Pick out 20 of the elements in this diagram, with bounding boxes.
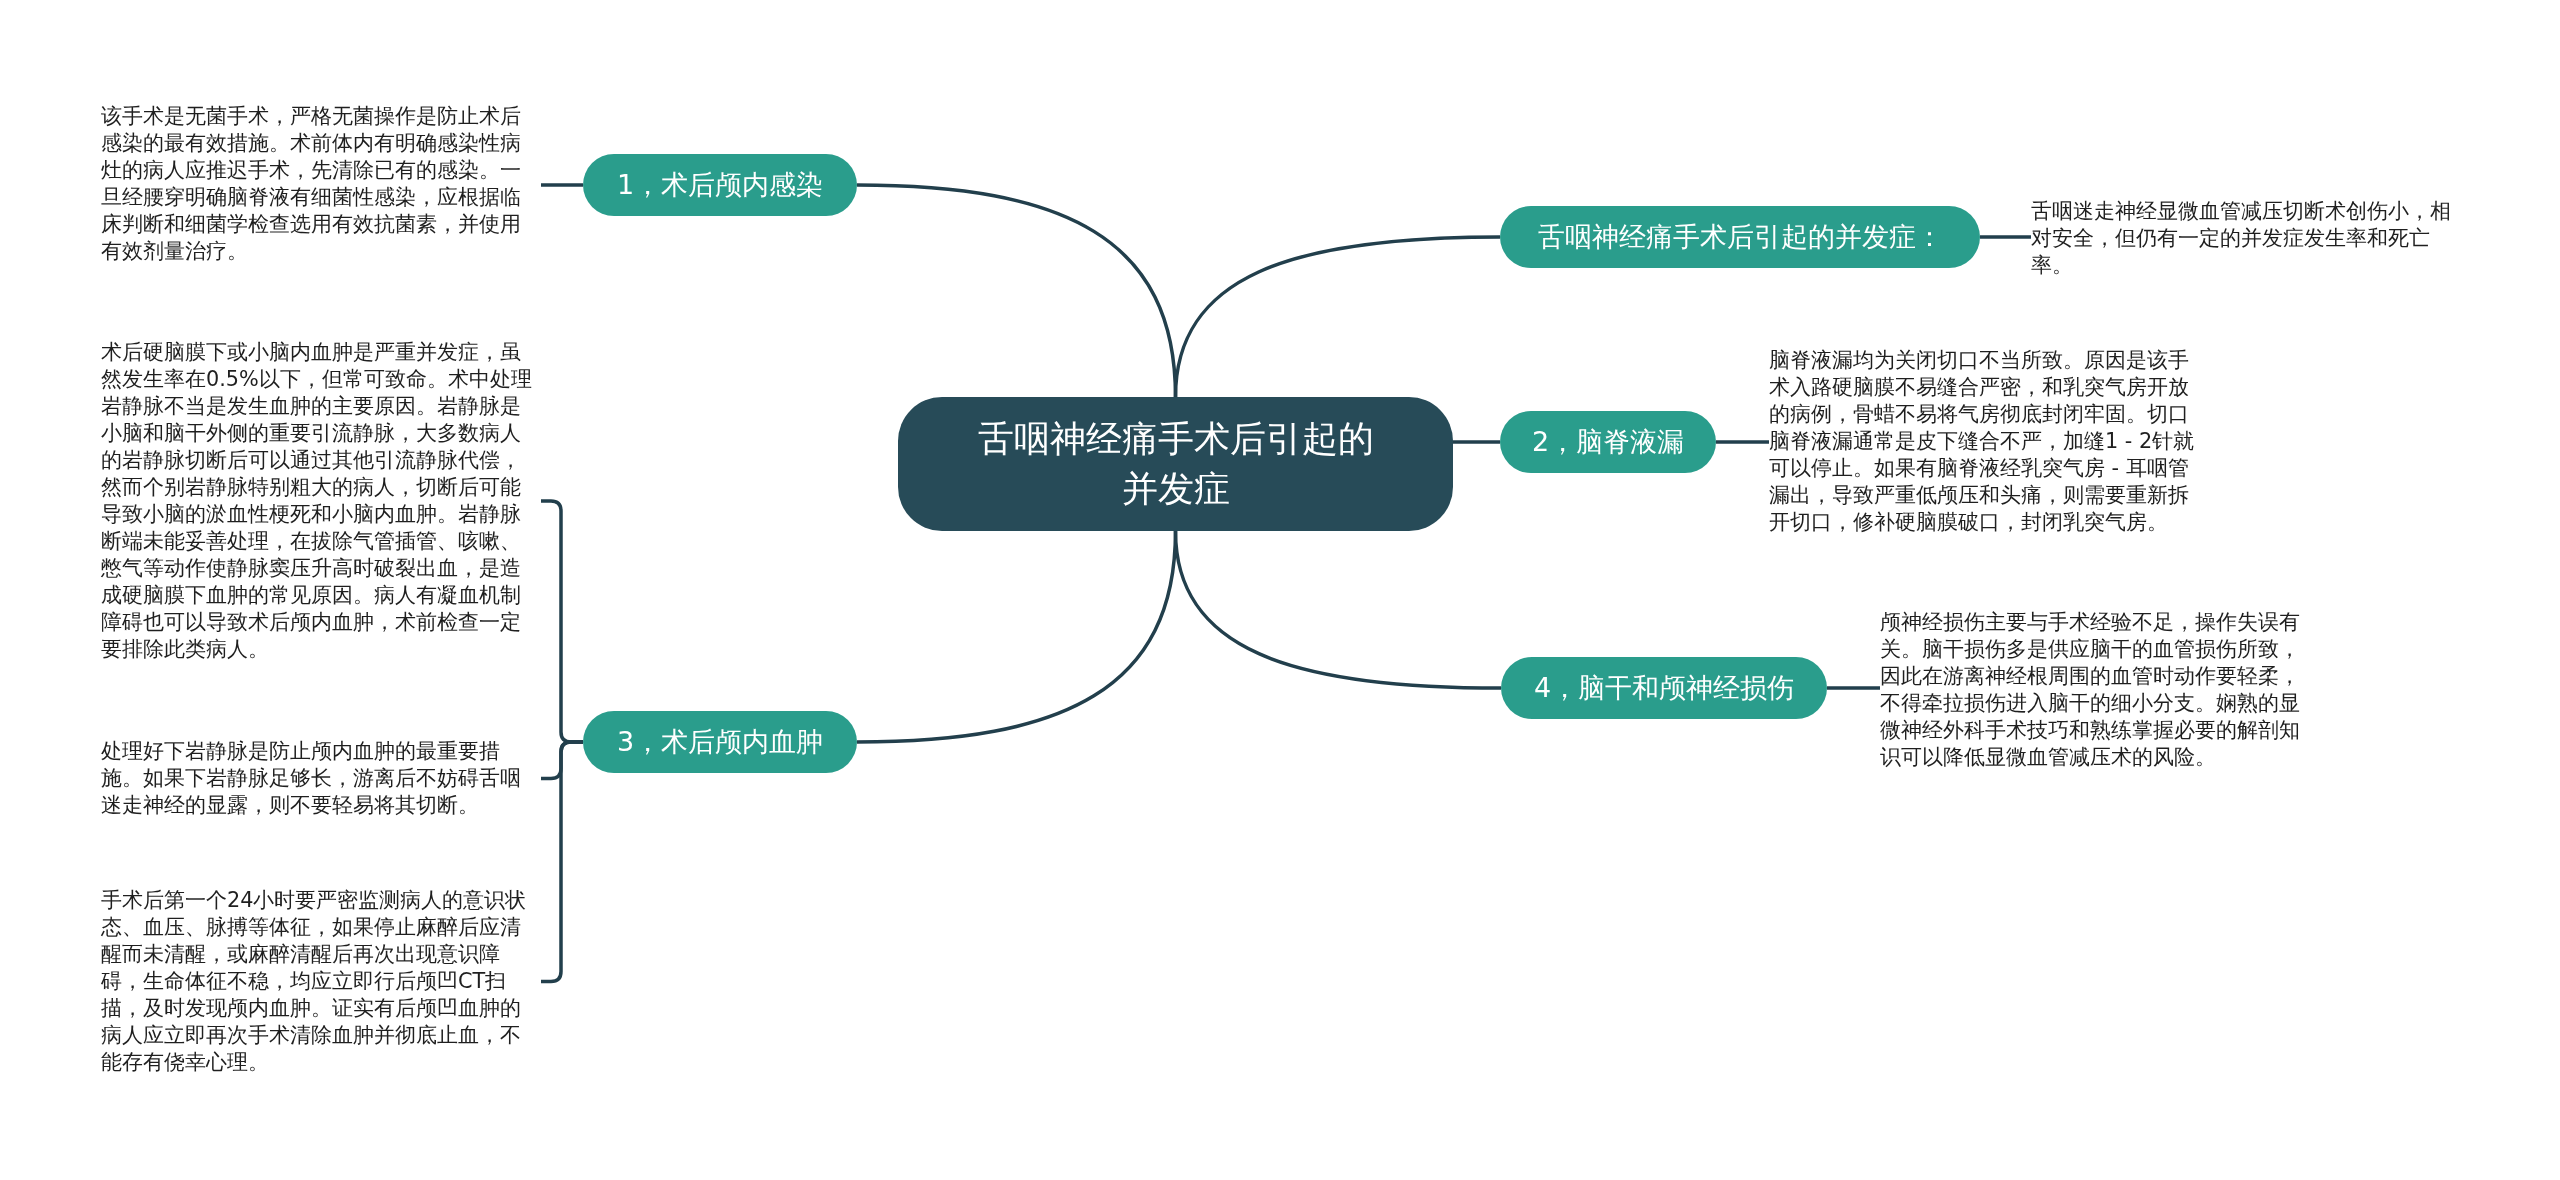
connector-line (1716, 440, 1769, 444)
note-text: 处理好下岩静脉是防止颅内血肿的最重要措施。如果下岩静脉足够长，游离后不妨碍舌咽迷走神经的显露，则不要轻易将其切断。 (101, 738, 541, 819)
branch-topic: 4，脑干和颅神经损伤 (1501, 657, 1827, 719)
connector-line (1827, 686, 1880, 690)
note-text: 舌咽迷走神经显微血管减压切断术创伤小，相对安全，但仍有一定的并发症发生率和死亡率。 (2031, 198, 2471, 279)
branch-topic: 2，脑脊液漏 (1500, 411, 1716, 473)
branch-topic: 1，术后颅内感染 (583, 154, 857, 216)
branch-topic: 3，术后颅内血肿 (583, 711, 857, 773)
branch-topic: 舌咽神经痛手术后引起的并发症： (1500, 206, 1980, 268)
connector-line (856, 183, 1178, 398)
note-text: 该手术是无菌手术，严格无菌操作是防止术后感染的最有效措施。术前体内有明确感染性病灶的病人应推迟手术，先清除已有的感染。一旦经腰穿明确脑脊液有细菌性感染，应根据临床判断和细菌学检查选用有效抗菌素，并使用有效剂量治疗。 (101, 103, 541, 265)
connector-line (1453, 440, 1500, 444)
note-text: 脑脊液漏均为关闭切口不当所致。原因是该手术入路硬脑膜不易缝合严密，和乳突气房开放的病例，骨蜡不易将气房彻底封闭牢固。切口脑脊液漏通常是皮下缝合不严，加缝1 - 2针就可以停止。如果有脑脊液经乳突气房 - 耳咽管漏出，导致严重低颅压和头痛，则需要重新拆开切口，修补硬脑膜破口，封闭乳突气房。 (1769, 347, 2209, 536)
connector-line (1980, 235, 2031, 239)
note-text: 术后硬脑膜下或小脑内血肿是严重并发症，虽然发生率在0.5%以下，但常可致命。术中处理岩静脉不当是发生血肿的主要原因。岩静脉是小脑和脑干外侧的重要引流静脉，大多数病人的岩静脉切断后可以通过其他引流静脉代偿，然而个别岩静脉特别粗大的病人，切断后可能导致小脑的淤血性梗死和小脑内血肿。岩静脉断端未能妥善处理，在拔除气管插管、咳嗽、憋气等动作使静脉窦压升高时破裂出血，是造成硬脑膜下血肿的常见原因。病人有凝血机制障碍也可以导致术后颅内血肿，术前检查一定要排除此类病人。 (101, 339, 541, 663)
connector-line (541, 183, 583, 187)
note-text: 手术后第一个24小时要严密监测病人的意识状态、血压、脉搏等体征，如果停止麻醉后应清醒而未清醒，或麻醉清醒后再次出现意识障碍，生命体征不稳，均应立即行后颅凹CT扫描，及时发现颅内血肿。证实有后颅凹血肿的病人应立即再次手术清除血肿并彻底止血，不能存有侥幸心理。 (101, 887, 541, 1076)
note-text: 颅神经损伤主要与手术经验不足，操作失误有关。脑干损伤多是供应脑干的血管损伤所致，因此在游离神经根周围的血管时动作要轻柔，不得牵拉损伤进入脑干的细小分支。娴熟的显微神经外科手术技巧和熟练掌握必要的解剖知识可以降低显微血管减压术的风险。 (1880, 609, 2320, 771)
central-topic: 舌咽神经痛手术后引起的并发症 (898, 397, 1453, 531)
connector-line (856, 530, 1178, 744)
